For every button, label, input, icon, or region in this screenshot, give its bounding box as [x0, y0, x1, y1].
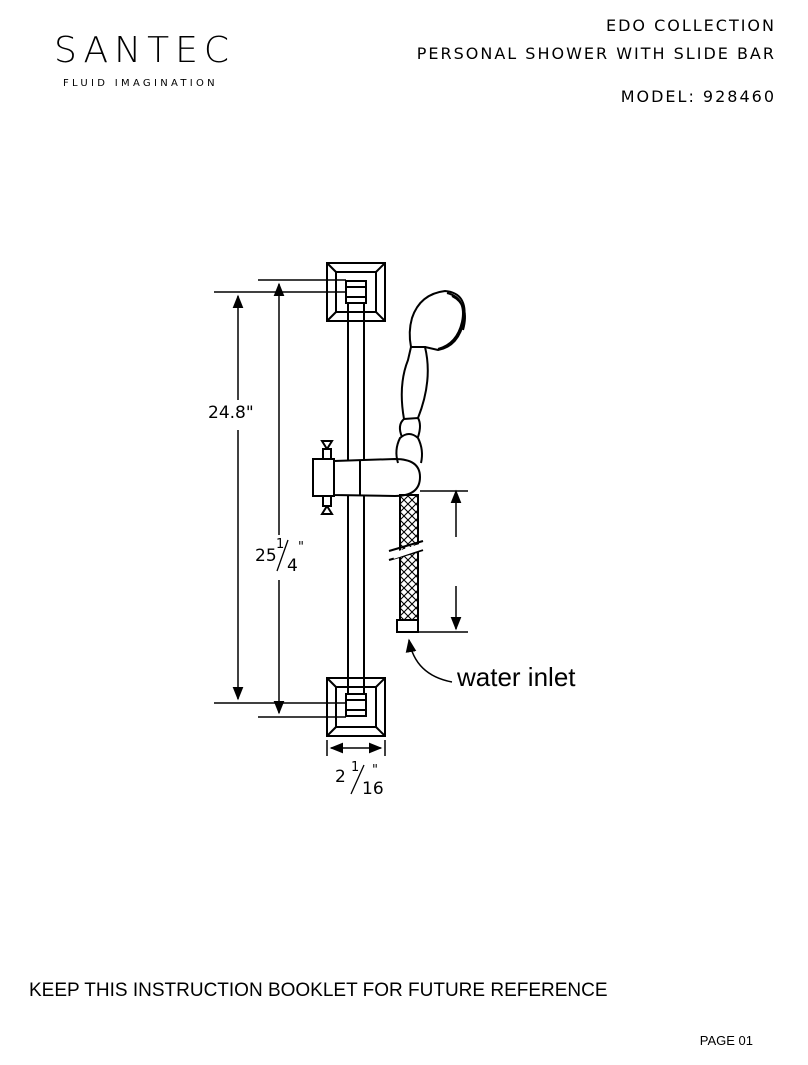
svg-text:": " [298, 540, 304, 555]
model-number: MODEL: 928460 [620, 87, 776, 106]
svg-text:25: 25 [255, 546, 277, 566]
svg-text:1: 1 [351, 760, 359, 775]
svg-text:": " [372, 763, 378, 778]
svg-text:1: 1 [276, 537, 284, 552]
water-inlet-label: water inlet [456, 662, 576, 692]
shower-hose [388, 494, 424, 633]
svg-text:2: 2 [335, 767, 346, 787]
slide-bar [347, 303, 365, 694]
brand-logo: SANTEC [54, 30, 235, 71]
page-number: PAGE 01 [699, 1033, 753, 1048]
center-to-center-dimension: 24.8" [208, 403, 254, 423]
brand-tagline: FLUID IMAGINATION [63, 78, 218, 89]
svg-text:4: 4 [287, 556, 298, 576]
bottom-mount-bracket [326, 677, 386, 737]
collection-title: EDO COLLECTION [605, 16, 776, 35]
dimension-lines [214, 279, 468, 756]
svg-text:16: 16 [362, 779, 384, 799]
footer-notice: KEEP THIS INSTRUCTION BOOKLET FOR FUTURE… [29, 980, 608, 1001]
overall-length-dimension: 25 1 4 " [255, 537, 304, 576]
base-width-dimension: 2 1 16 " [335, 760, 384, 799]
hand-shower [395, 289, 466, 464]
product-title: PERSONAL SHOWER WITH SLIDE BAR [416, 44, 776, 63]
